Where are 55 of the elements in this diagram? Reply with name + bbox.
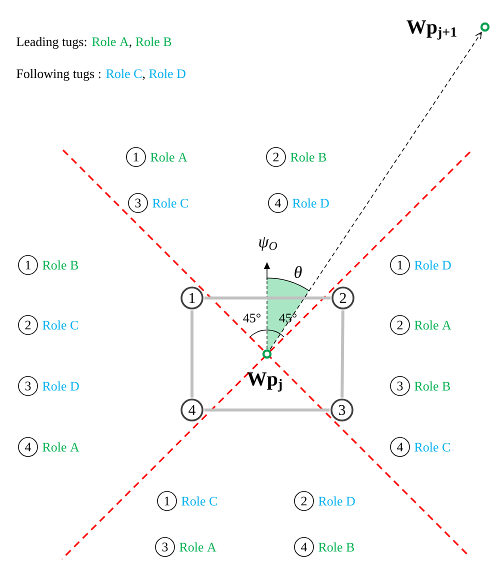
role-label: Role B bbox=[318, 542, 354, 552]
label: Role B bbox=[136, 36, 172, 46]
callout-number: 2 bbox=[266, 147, 286, 167]
rectangle-side bbox=[204, 408, 330, 412]
angle-label: 45° bbox=[279, 314, 296, 322]
role-label: Role C bbox=[152, 198, 188, 208]
label: Role A bbox=[92, 36, 129, 46]
role-label: Role B bbox=[290, 152, 326, 162]
callout-number: 2 bbox=[18, 315, 38, 335]
angle-symbol: θ bbox=[294, 266, 302, 278]
role-label: Role C bbox=[182, 496, 217, 506]
role-label: Role A bbox=[150, 152, 188, 162]
heading-arrow bbox=[270, 32, 482, 350]
callout-number: 2 bbox=[390, 315, 410, 335]
intro-text: Leading tugs: Role A, Role B bbox=[16, 37, 172, 49]
role-label: Role D bbox=[42, 381, 79, 391]
callout-number: 4 bbox=[18, 437, 38, 457]
callout-number: 3 bbox=[128, 193, 148, 213]
role-label: Role D bbox=[414, 260, 451, 270]
angle-label: 45° bbox=[243, 314, 260, 322]
label: Role C bbox=[106, 68, 142, 78]
callout-number: 4 bbox=[268, 193, 288, 213]
rectangle-side bbox=[204, 296, 331, 300]
role-label: Role C bbox=[42, 320, 78, 330]
role-label: Role A bbox=[414, 320, 452, 330]
label: Leading tugs: bbox=[16, 36, 86, 49]
label: Role D bbox=[149, 68, 186, 78]
role-label: Role B bbox=[42, 260, 78, 270]
waypoint-label: Wp$_{j+1}$ bbox=[406, 20, 456, 40]
label: , bbox=[142, 76, 145, 80]
role-label: Role C bbox=[414, 442, 450, 452]
callout-number: 1 bbox=[18, 255, 38, 275]
callout-number: 3 bbox=[155, 537, 175, 557]
label: Following tugs : bbox=[16, 68, 100, 81]
waypoint-marker bbox=[480, 22, 490, 32]
waypoint-marker bbox=[262, 349, 272, 359]
callout-number: 3 bbox=[18, 376, 38, 396]
role-label: Role A bbox=[42, 442, 80, 452]
callout-number: 4 bbox=[294, 537, 314, 557]
callout-number: 2 bbox=[294, 491, 314, 511]
callout-number: 3 bbox=[390, 376, 410, 396]
label: , bbox=[129, 44, 132, 48]
role-label: Role D bbox=[292, 198, 329, 208]
role-label: Role B bbox=[414, 381, 450, 391]
callout-number: 1 bbox=[390, 255, 410, 275]
callout-number: 4 bbox=[390, 437, 410, 457]
callout-number: 1 bbox=[157, 491, 177, 511]
role-label: Role D bbox=[318, 496, 355, 506]
rectangle-side bbox=[340, 310, 344, 398]
callout-number: 1 bbox=[126, 147, 146, 167]
role-label: Role A bbox=[180, 542, 216, 552]
intro-text: Following tugs : Role C, Role D bbox=[16, 69, 186, 81]
rectangle-side bbox=[190, 310, 194, 398]
waypoint-label: Wp$_{j}$ bbox=[247, 372, 282, 392]
heading-symbol: ψ$_{O}$ bbox=[259, 237, 278, 251]
